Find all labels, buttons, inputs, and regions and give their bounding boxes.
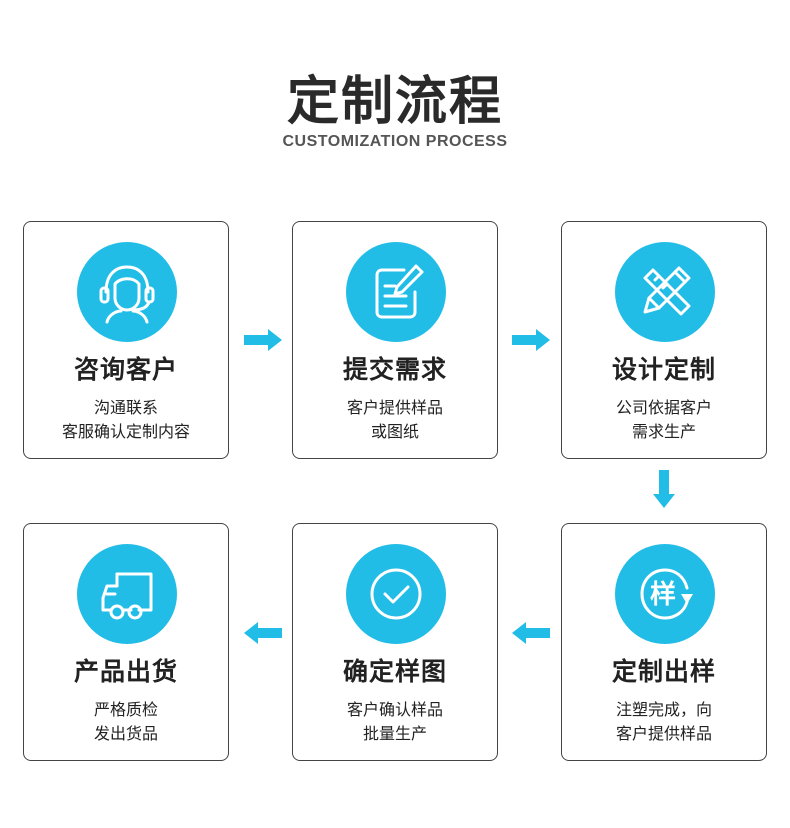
page-title: 定制流程 <box>286 72 503 132</box>
check-circle-icon <box>346 544 446 644</box>
page-subtitle: CUSTOMIZATION PROCESS <box>282 133 508 150</box>
customer-service-headset-icon <box>77 242 177 342</box>
arrow-down-icon <box>653 470 675 508</box>
step-card-sample: 样 定制出样 注塑完成，向 客户提供样品 <box>561 523 767 761</box>
step-desc-line: 公司依据客户 <box>615 398 712 417</box>
step-desc-line: 严格质检 <box>93 700 158 719</box>
step-card-consult: 咨询客户 沟通联系 客服确认定制内容 <box>23 221 229 459</box>
step-desc-line: 注塑完成，向 <box>615 700 712 719</box>
step-desc-line: 沟通联系 <box>93 398 158 417</box>
step-title: 咨询客户 <box>73 355 178 384</box>
step-desc-line: 客户提供样品 <box>615 724 712 743</box>
arrow-right-icon <box>244 329 282 351</box>
step-desc-line: 客户提供样品 <box>346 398 443 417</box>
step-title: 设计定制 <box>611 355 716 384</box>
arrow-right-icon <box>512 329 550 351</box>
step-desc-line: 需求生产 <box>631 422 696 441</box>
step-title: 确定样图 <box>342 657 447 686</box>
sample-refresh-icon: 样 <box>615 544 715 644</box>
document-edit-icon <box>346 242 446 342</box>
arrow-left-icon <box>512 622 550 644</box>
step-desc-line: 客户确认样品 <box>346 700 443 719</box>
step-title: 定制出样 <box>611 657 716 686</box>
step-desc-line: 或图纸 <box>370 422 419 441</box>
pencil-ruler-icon <box>615 242 715 342</box>
delivery-truck-icon <box>77 544 177 644</box>
step-card-submit: 提交需求 客户提供样品 或图纸 <box>292 221 498 459</box>
arrow-left-icon <box>244 622 282 644</box>
step-card-ship: 产品出货 严格质检 发出货品 <box>23 523 229 761</box>
sample-char: 样 <box>650 579 676 610</box>
step-title: 提交需求 <box>342 355 447 384</box>
step-card-confirm: 确定样图 客户确认样品 批量生产 <box>292 523 498 761</box>
step-title: 产品出货 <box>73 657 178 686</box>
step-desc-line: 发出货品 <box>93 724 158 743</box>
step-card-design: 设计定制 公司依据客户 需求生产 <box>561 221 767 459</box>
step-desc-line: 客服确认定制内容 <box>61 422 190 441</box>
step-desc-line: 批量生产 <box>362 724 427 743</box>
